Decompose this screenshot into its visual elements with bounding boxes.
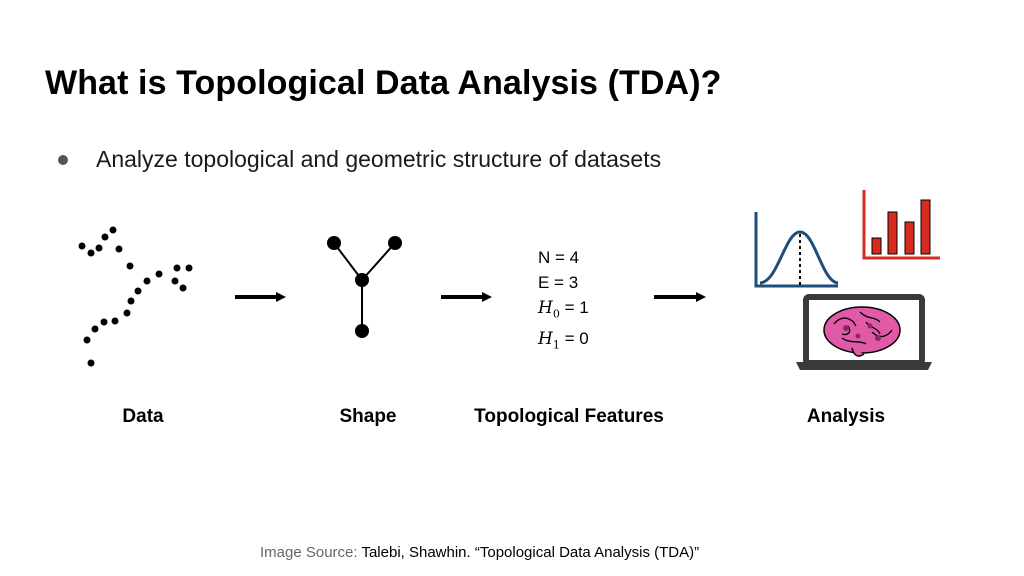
data-point (87, 249, 95, 257)
stage-label-analysis: Analysis (806, 406, 886, 427)
feature-h0: H0 = 1 (538, 295, 628, 326)
stage-label-data: Data (122, 406, 164, 427)
shape-graph (327, 236, 402, 338)
normal-distribution-icon (754, 212, 839, 288)
h0-symbol: H0 (538, 298, 560, 321)
data-point (95, 244, 103, 252)
graph-node (355, 273, 369, 287)
data-point (111, 317, 119, 325)
graph-edge (361, 242, 396, 281)
source-prefix: Image Source: (260, 544, 362, 561)
data-point (83, 336, 91, 344)
bullet-item: Analyze topological and geometric struct… (58, 146, 661, 173)
data-point (127, 297, 135, 305)
data-point (100, 318, 108, 326)
image-source-credit: Image Source: Talebi, Shawhin. “Topologi… (260, 544, 699, 561)
graph-node (388, 236, 402, 250)
data-point (78, 242, 86, 250)
data-point (171, 277, 179, 285)
stage-label-features: Topological Features (474, 406, 664, 427)
bullet-text: Analyze topological and geometric struct… (96, 146, 662, 172)
data-point (143, 277, 151, 285)
h1-symbol: H1 (538, 329, 560, 352)
data-point (101, 233, 109, 241)
data-point (173, 264, 181, 272)
data-point (185, 264, 193, 272)
bullet-icon (58, 154, 68, 165)
data-point (123, 309, 131, 317)
bar-chart-icon (862, 190, 940, 260)
data-point (155, 270, 163, 278)
laptop-brain-icon (796, 294, 932, 370)
brain-icon (823, 306, 901, 357)
data-point (91, 325, 99, 333)
graph-node (327, 236, 341, 250)
h0-value: = 1 (564, 298, 589, 317)
graph-node (355, 324, 369, 338)
data-point (115, 245, 123, 253)
h1-value: = 0 (564, 329, 589, 349)
data-point (87, 359, 95, 367)
feature-edge-count: E = 3 (538, 273, 579, 292)
data-point (179, 284, 187, 292)
graph-edge (333, 242, 363, 281)
topological-features-list: N = 4 E = 3 H0 = 1 H1 = 0 (538, 245, 628, 358)
data-point-cloud (78, 226, 193, 367)
data-point (109, 226, 117, 234)
slide-title: What is Topological Data Analysis (TDA)? (45, 64, 722, 102)
feature-node-count: N = 4 (538, 248, 580, 267)
data-point (134, 287, 142, 295)
feature-h1: H1 = 0 (538, 326, 628, 357)
stage-label-shape: Shape (339, 406, 397, 427)
source-citation: Talebi, Shawhin. “Topological Data Analy… (361, 544, 700, 561)
data-point (126, 262, 134, 270)
